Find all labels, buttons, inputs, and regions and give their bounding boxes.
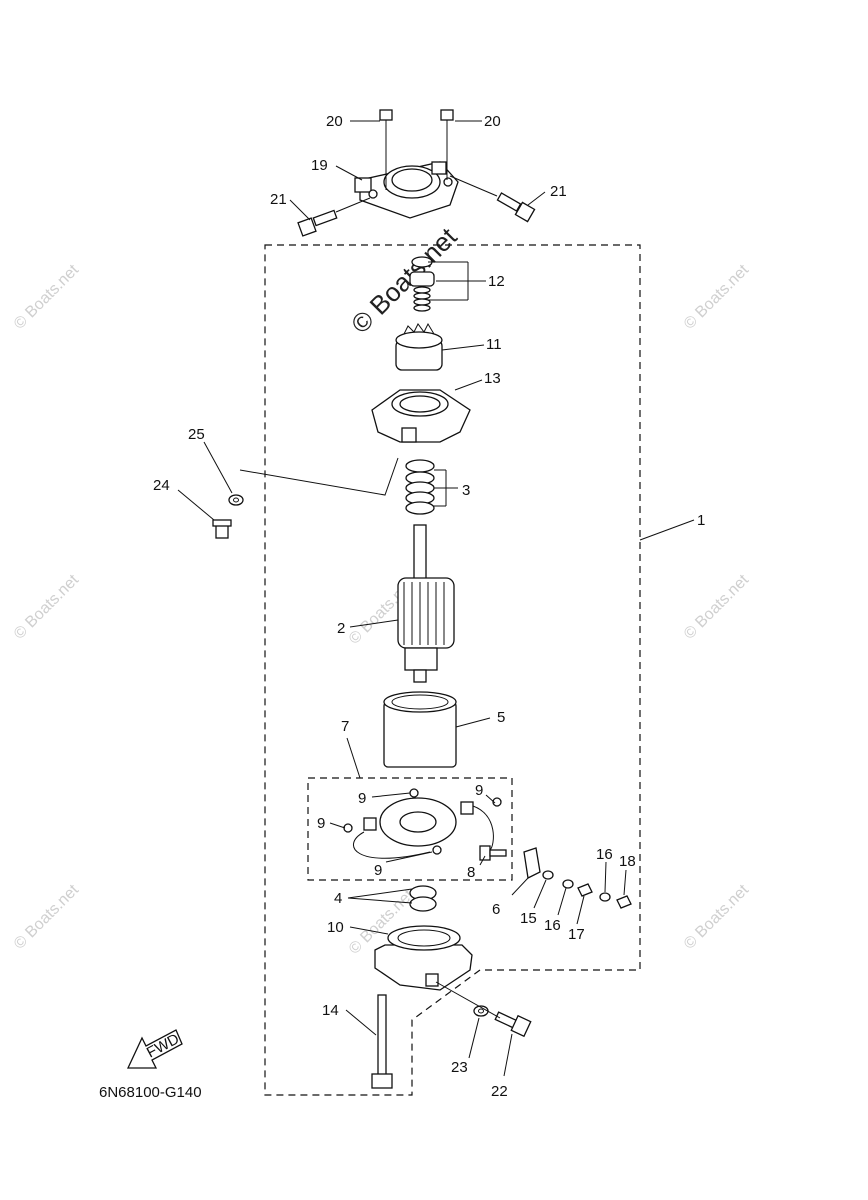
callout-16: 16 <box>596 846 613 863</box>
callout-25: 25 <box>188 426 205 443</box>
through-bolt-part <box>371 994 393 1089</box>
callout-10: 10 <box>327 919 344 936</box>
leader-screw-path <box>239 457 399 496</box>
callout-9: 9 <box>317 815 325 832</box>
terminal-plate-part <box>523 847 541 879</box>
watermark-main: © Boats.net <box>345 221 463 339</box>
callout-11: 11 <box>486 336 502 353</box>
watermark-text: © Boats.net <box>681 881 753 953</box>
washers-part-4 <box>409 885 437 912</box>
diagram-code: 6N68100-G140 <box>99 1084 202 1101</box>
watermark-text: © Boats.net <box>11 571 83 643</box>
bolt-part-21-left <box>297 197 371 237</box>
callout-19: 19 <box>311 157 328 174</box>
callout-21: 21 <box>550 183 567 200</box>
callout-24: 24 <box>153 477 170 494</box>
callout-23: 23 <box>451 1059 468 1076</box>
callout-3: 3 <box>462 482 470 499</box>
callout-15: 15 <box>520 910 537 927</box>
callout-20: 20 <box>326 113 343 130</box>
top-cover-part <box>354 161 459 219</box>
leader-lines <box>177 120 695 1077</box>
yoke-part <box>383 691 457 768</box>
washer-stack-part <box>405 459 435 515</box>
callout-1: 1 <box>697 512 705 529</box>
callout-12: 12 <box>488 273 505 290</box>
callout-7: 7 <box>341 718 349 735</box>
small-washer-part <box>228 494 244 506</box>
assembly-boundary <box>264 244 641 1096</box>
brush-holder-boundary <box>307 777 513 881</box>
pinion-gear-part <box>395 322 443 371</box>
lower-bracket-part <box>374 925 473 991</box>
callout-2: 2 <box>337 620 345 637</box>
fwd-arrow-icon: FWD <box>126 1029 183 1069</box>
callout-18: 18 <box>619 853 636 870</box>
brush-holder-part <box>343 788 502 859</box>
bolt-part-22 <box>494 1011 532 1038</box>
callout-9: 9 <box>475 782 483 799</box>
callout-9: 9 <box>358 790 366 807</box>
callout-6: 6 <box>492 901 500 918</box>
fwd-label: FWD <box>144 1030 182 1061</box>
callout-9: 9 <box>374 862 382 879</box>
callout-5: 5 <box>497 709 505 726</box>
callout-17: 17 <box>568 926 585 943</box>
bolt-part-20-left <box>379 109 393 190</box>
armature-part <box>397 524 455 683</box>
pinion-stop-part <box>409 256 435 312</box>
small-screw-part <box>212 519 232 539</box>
watermark-text: © Boats.net <box>681 571 753 643</box>
callout-22: 22 <box>491 1083 508 1100</box>
callout-16: 16 <box>544 917 561 934</box>
terminal-hardware-part <box>542 870 632 909</box>
watermark-text: © Boats.net <box>681 261 753 333</box>
callout-21: 21 <box>270 191 287 208</box>
callout-4: 4 <box>334 890 342 907</box>
bolt-part-20-right <box>440 109 454 180</box>
bolt-part-21-right <box>449 175 536 223</box>
callout-13: 13 <box>484 370 501 387</box>
watermarks: © Boats.net © Boats.net © Boats.net © Bo… <box>11 221 753 958</box>
leader-bracket-bolt <box>435 981 501 1019</box>
watermark-text: © Boats.net <box>11 881 83 953</box>
terminal-bolt-part <box>479 845 507 861</box>
callout-labels: 1 2 3 4 5 6 7 8 9 9 9 9 10 11 12 13 14 1… <box>153 113 705 1100</box>
callout-20: 20 <box>484 113 501 130</box>
upper-bracket-part <box>371 389 471 443</box>
callout-14: 14 <box>322 1002 339 1019</box>
watermark-text: © Boats.net <box>11 261 83 333</box>
callout-8: 8 <box>467 864 475 881</box>
